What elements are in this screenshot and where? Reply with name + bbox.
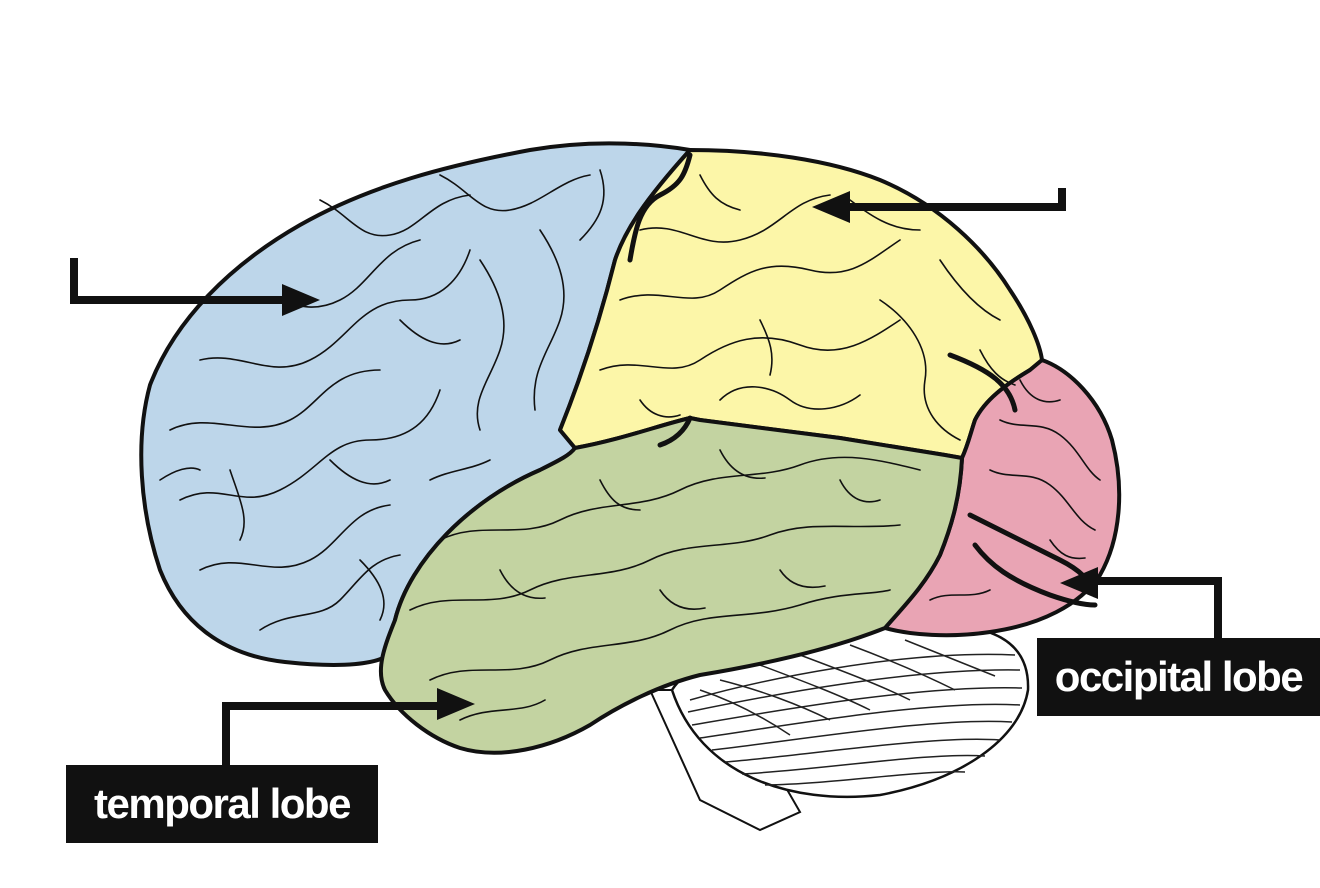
temporal-lobe-arrow <box>222 688 475 768</box>
frontal-lobe-arrow <box>70 258 320 316</box>
lateral-sulcus <box>657 415 693 448</box>
occipital-lobe-label: occipital lobe <box>1037 638 1320 716</box>
occipital-gyri <box>929 379 1101 601</box>
central-sulcus <box>627 152 693 263</box>
temporal-gyri <box>409 449 921 721</box>
occipital-lobe-label-text: occipital lobe <box>1054 653 1304 700</box>
cerebellum <box>670 623 1030 799</box>
lateral-occipital-sulcus <box>972 542 1098 608</box>
occipital-lobe <box>883 358 1122 638</box>
frontal-gyri <box>159 169 605 631</box>
parieto-occipital-sulcus <box>947 352 1018 413</box>
parietal-lobe-arrow <box>812 188 1066 223</box>
temporal-lobe <box>378 416 964 755</box>
temporal-lobe-label-text: temporal lobe <box>94 780 351 827</box>
occipital-lobe-arrow <box>1060 567 1222 640</box>
cerebellum-folia <box>687 639 1023 786</box>
temporal-lobe-label: temporal lobe <box>66 765 378 843</box>
parieto-temporal-boundary <box>689 417 963 459</box>
